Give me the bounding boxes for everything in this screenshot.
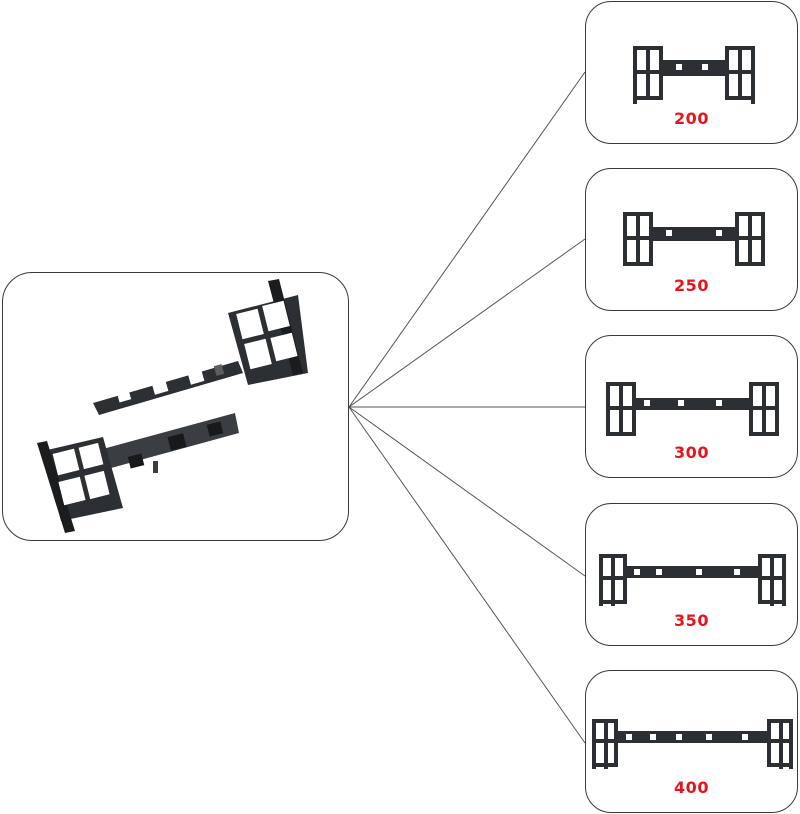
main-product-panel <box>2 272 349 541</box>
lower-bracket-half <box>37 413 239 533</box>
bracket-250-icon <box>623 212 765 266</box>
bracket-350-icon <box>599 554 786 606</box>
size-label-400: 400 <box>674 778 709 797</box>
size-label-350: 350 <box>674 611 709 630</box>
size-label-300: 300 <box>674 443 709 462</box>
size-label-200: 200 <box>674 109 709 128</box>
upper-bracket-half <box>93 279 308 415</box>
variant-panel-350: 350 <box>585 503 798 646</box>
connector-line-200 <box>348 71 586 408</box>
bracket-200-icon <box>633 46 755 104</box>
variant-panel-250: 250 <box>585 168 798 311</box>
size-label-250: 250 <box>674 276 709 295</box>
bracket-300-icon <box>606 382 779 436</box>
variant-panel-300: 300 <box>585 335 798 478</box>
variant-panel-400: 400 <box>585 670 798 813</box>
connector-line-400 <box>348 406 586 744</box>
bracket-400-icon <box>592 719 793 769</box>
spacer-bracket-pair-icon <box>37 279 308 533</box>
variant-panel-200: 200 <box>585 1 798 144</box>
connector-line-250 <box>348 238 586 408</box>
connector-line-350 <box>348 406 586 577</box>
